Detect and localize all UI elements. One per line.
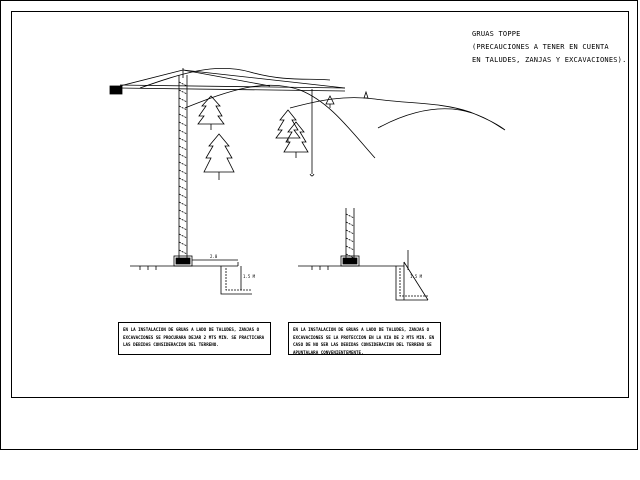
left-crane: [109, 68, 346, 267]
right-excavation: [298, 250, 429, 301]
title-line-3: EN TALUDES, ZANJAS Y EXCAVACIONES).: [472, 56, 627, 64]
dimension-left-top: 2.0: [210, 254, 218, 259]
drawing-outer-frame: [0, 0, 638, 450]
title-line-1: GRUAS TOPPE: [472, 30, 521, 38]
drawing-inner-frame: [11, 11, 629, 398]
note-right: EN LA INSTALACION DE GRUAS A LADO DE TAL…: [288, 322, 441, 355]
dimension-right-side: 1.5 M: [410, 274, 423, 279]
left-excavation: [130, 259, 252, 295]
title-line-2: (PRECAUCIONES A TENER EN CUENTA: [472, 43, 609, 51]
dimension-left-side: 1.5 M: [243, 274, 256, 279]
trees: [197, 90, 369, 180]
title-block: GRUAS TOPPE (PRECAUCIONES A TENER EN CUE…: [472, 28, 627, 67]
background-hills: [139, 67, 506, 159]
right-crane: [340, 208, 360, 267]
note-left: EN LA INSTALACION DE GRUAS A LADO DE TAL…: [118, 322, 271, 355]
